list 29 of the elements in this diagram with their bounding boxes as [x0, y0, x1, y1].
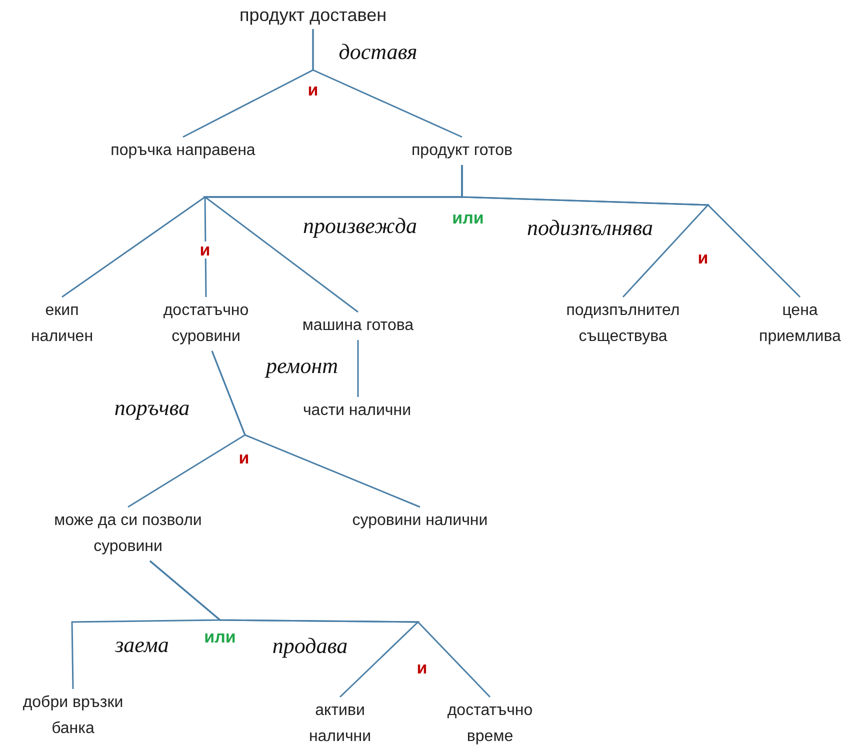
goal-text: добри връзки банка	[22, 693, 124, 739]
goal-text: достатъчно време	[446, 701, 534, 747]
action-label: поръчва	[114, 397, 190, 419]
connector-line	[461, 165, 801, 298]
action-label: заема	[115, 634, 169, 656]
action-label: ремонт	[266, 355, 338, 377]
goal-text: активи налични	[308, 701, 372, 747]
goal-text: части налични	[302, 401, 412, 421]
and-label: и	[198, 242, 212, 258]
or-label: или	[204, 628, 236, 646]
goal-text: продукт готов	[412, 141, 512, 161]
action-label: продава	[272, 635, 348, 657]
connector-line	[357, 340, 359, 397]
action-label: подизпълнява	[527, 217, 653, 239]
goal-text: достатъчно суровини	[162, 301, 250, 347]
connector-line	[150, 560, 491, 698]
or-label: или	[452, 210, 484, 226]
goal-text: суровини налични	[352, 511, 488, 531]
goal-text: може да си позволи суровини	[53, 511, 203, 557]
goal-text: екип наличен	[30, 301, 94, 347]
goal-text: поръчка направена	[110, 141, 256, 161]
goal-text: продукт доставен	[239, 4, 387, 27]
goal-text: цена приемлива	[758, 301, 842, 347]
action-label: произвежда	[303, 215, 417, 237]
goal-text: машина готова	[302, 316, 414, 336]
connector-line	[211, 350, 420, 508]
goal-text: подизпълнител съществува	[565, 301, 681, 347]
connector-line	[312, 29, 462, 138]
action-label: доставя	[338, 41, 418, 63]
